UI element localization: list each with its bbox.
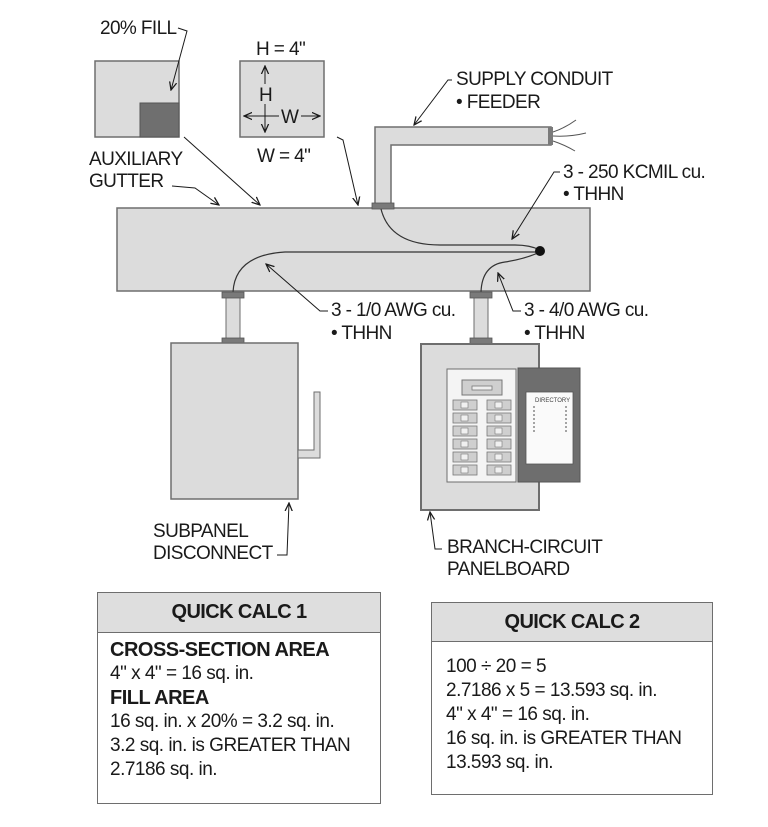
breaker-toggle (494, 466, 503, 474)
kcmil-leader (512, 171, 560, 239)
subpanel-label-line1: SUBPANEL (153, 521, 248, 542)
quick-calc-2-title: QUICK CALC 2 (432, 603, 712, 642)
branch-leader (430, 512, 442, 550)
subpanel-disconnect (170, 342, 321, 500)
quick-calc-2-body: 100 ÷ 20 = 5 2.7186 x 5 = 13.593 sq. in. 4… (432, 642, 712, 781)
breaker-toggle (494, 414, 503, 422)
panelboard-conductor (480, 251, 541, 293)
kcmil-label: 3 - 250 KCMIL cu. (563, 162, 705, 183)
branch-panelboard: DIRECTORY (420, 343, 581, 511)
quick-calc-1-line: 3.2 sq. in. is GREATER THAN (110, 735, 351, 756)
h-letter: H (259, 85, 272, 106)
supply-leader (414, 79, 452, 125)
supply-conduit (374, 119, 587, 208)
quick-calc-1-line: 2.7186 sq. in. (110, 759, 218, 780)
subpanel-conductor (232, 251, 540, 293)
splice-point (535, 246, 545, 256)
awg-4-0-insulation-label: • THHN (524, 323, 585, 344)
awg-1-0-insulation-label: • THHN (331, 323, 392, 344)
fill-box-leader (183, 136, 260, 205)
quick-calc-1-line: CROSS-SECTION AREA (110, 639, 330, 661)
subpanel-nipple (221, 291, 245, 345)
fill-leader (171, 27, 188, 90)
fill-illustration (94, 60, 180, 138)
quick-calc-2-line: 16 sq. in. is GREATER THAN (446, 728, 682, 749)
breaker-toggle (494, 401, 503, 409)
kcmil-insulation-label: • THHN (563, 184, 624, 205)
quick-calc-2-line: 13.593 sq. in. (446, 752, 554, 773)
fill-percent-label: 20% FILL (100, 18, 177, 39)
disconnect-handle (297, 391, 321, 459)
awg-4-0-leader (498, 273, 521, 312)
dimension-illustration (239, 60, 325, 138)
breaker-toggle (460, 466, 469, 474)
quick-calc-1-line: FILL AREA (110, 687, 209, 709)
breaker-toggle (494, 440, 503, 448)
supply-coupling (371, 202, 395, 210)
breaker-toggle (460, 453, 469, 461)
auxiliary-label-line1: AUXILIARY (89, 149, 183, 170)
quick-calc-2-line: 4" x 4" = 16 sq. in. (446, 704, 590, 725)
breaker-toggle (460, 401, 469, 409)
breaker-array (452, 399, 512, 476)
auxiliary-gutter (116, 207, 591, 292)
breaker-toggle (460, 414, 469, 422)
supply-feeder-label: • FEEDER (456, 92, 540, 113)
auxiliary-leader (171, 185, 219, 205)
awg-1-0-label: 3 - 1/0 AWG cu. (331, 300, 455, 321)
quick-calc-1-line: 4" x 4" = 16 sq. in. (110, 663, 254, 684)
feeder-conductor (380, 208, 541, 251)
directory-label: DIRECTORY (535, 398, 570, 404)
quick-calc-1-title: QUICK CALC 1 (98, 593, 380, 633)
dimension-box-leader (336, 136, 358, 205)
supply-conduit-label: SUPPLY CONDUIT (456, 69, 614, 90)
breaker-toggle (460, 427, 469, 435)
branch-label-line1: BRANCH-CIRCUIT (447, 537, 603, 558)
width-dimension-label: W = 4" (257, 146, 310, 167)
awg-1-0-leader (266, 264, 328, 312)
breaker-toggle (494, 453, 503, 461)
branch-label-line2: PANELBOARD (447, 559, 569, 580)
subpanel-label-line2: DISCONNECT (153, 543, 274, 564)
panelboard-nipple (469, 291, 493, 345)
w-letter: W (281, 107, 299, 128)
breaker-toggle (494, 427, 503, 435)
height-dimension-label: H = 4" (256, 39, 305, 60)
quick-calc-2: QUICK CALC 2 100 ÷ 20 = 5 2.7186 x 5 = 13… (431, 602, 713, 795)
auxiliary-label-line2: GUTTER (89, 171, 164, 192)
subpanel-leader (277, 503, 289, 556)
quick-calc-1-line: 16 sq. in. x 20% = 3.2 sq. in. (110, 711, 335, 732)
quick-calc-2-line: 100 ÷ 20 = 5 (446, 656, 547, 677)
quick-calc-2-line: 2.7186 x 5 = 13.593 sq. in. (446, 680, 657, 701)
breaker-toggle (460, 440, 469, 448)
awg-4-0-label: 3 - 4/0 AWG cu. (524, 300, 648, 321)
fill-area (139, 102, 180, 138)
